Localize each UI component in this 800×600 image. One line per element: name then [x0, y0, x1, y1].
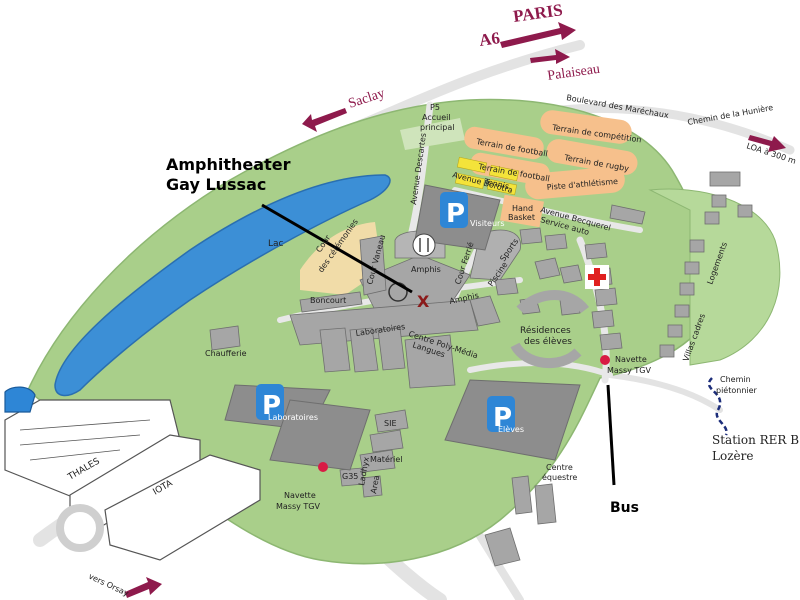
label-boncourt: Boncourt	[310, 296, 346, 305]
label-materiel: Matériel	[370, 454, 403, 464]
label-g35: G35	[342, 472, 358, 481]
lake-label: Lac	[268, 239, 284, 249]
sports-fields	[454, 110, 638, 228]
label-amphis: Amphis	[411, 265, 441, 274]
bus-pointer	[606, 384, 616, 486]
target-marker: X	[417, 292, 430, 311]
parking-p-letter: P	[493, 403, 512, 433]
direction-a6: A6	[478, 28, 501, 50]
parking-p-letter: P	[446, 199, 465, 229]
label-navette-1: Navette	[615, 355, 647, 364]
label-centre-equestre-2: équestre	[542, 472, 577, 482]
label-navette-1b: Massy TGV	[607, 366, 652, 375]
label-chaufferie: Chaufferie	[205, 349, 247, 358]
callout-bus: Bus	[610, 500, 639, 516]
label-sie: SIE	[384, 419, 397, 428]
parking-laboratoires: P Laboratoires	[256, 384, 318, 422]
direction-palaiseau: Palaiseau	[546, 62, 600, 84]
label-chemin-1: Chemin	[720, 375, 751, 384]
bus-stop-south[interactable]	[318, 462, 328, 472]
label-principal: principal	[420, 123, 454, 132]
external-building-details	[19, 419, 151, 461]
direction-arrows	[125, 22, 786, 598]
direction-paris: PARIS	[512, 0, 564, 26]
label-p5: P5	[430, 103, 440, 112]
callout-amphitheater-line1: Amphitheater	[166, 155, 291, 174]
direction-saclay: Saclay	[347, 86, 387, 112]
label-accueil: Accueil	[422, 113, 451, 122]
parking-eleves-label: Elèves	[498, 424, 524, 434]
label-basket: Basket	[508, 213, 535, 222]
campus-ground-east	[648, 188, 781, 366]
label-residences-1: Résidences	[520, 325, 571, 336]
medical-cross-icon	[585, 265, 609, 289]
label-station-1: Station RER B	[712, 433, 799, 447]
label-residences-2: des élèves	[524, 336, 572, 347]
villas	[659, 171, 753, 358]
label-navette-2: Navette	[284, 491, 316, 500]
parking-laboratoires-label: Laboratoires	[268, 413, 318, 422]
residences-arcs	[510, 290, 589, 369]
parking-visiteurs-label: Visiteurs	[470, 219, 505, 228]
label-station-2: Lozère	[712, 449, 753, 463]
label-chemin-2: piétonnier	[716, 385, 758, 395]
bus-stop-north[interactable]	[600, 355, 610, 365]
buildings	[209, 204, 646, 567]
label-hand: Hand	[512, 204, 533, 213]
parkings	[224, 184, 581, 471]
walking-path	[707, 377, 728, 436]
callout-amphitheater-line2: Gay Lussac	[166, 175, 266, 194]
direction-orsay: vers Orsay	[87, 572, 130, 598]
label-centre-equestre-1: Centre	[546, 463, 573, 472]
amphitheater-pointer	[261, 203, 413, 294]
label-navette-2b: Massy TGV	[276, 502, 321, 511]
accueil-area	[400, 118, 465, 150]
parking-p-letter: P	[262, 391, 281, 421]
roundabout	[56, 504, 104, 552]
parking-visiteurs: P Visiteurs	[440, 192, 505, 229]
parking-eleves: P Elèves	[487, 396, 524, 434]
label-ladhyx-2: Area	[369, 475, 381, 495]
restaurant-icon	[412, 233, 436, 257]
external-buildings	[4, 386, 261, 561]
